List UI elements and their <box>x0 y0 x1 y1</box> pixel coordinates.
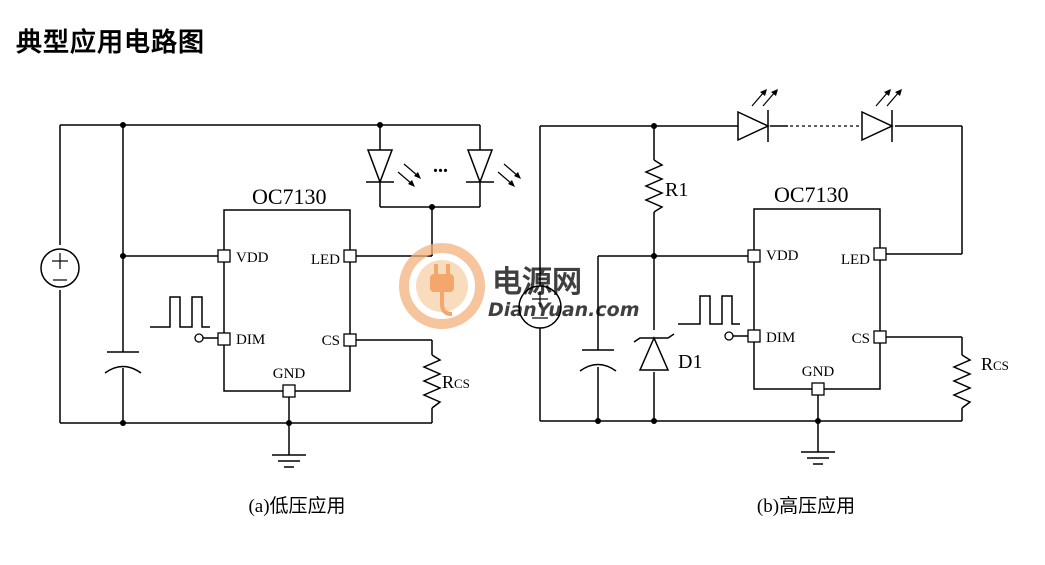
circuit-b-chip: OC7130 VDD DIM LED CS GND <box>747 182 887 396</box>
led-pin <box>873 247 887 261</box>
plug-icon <box>430 264 454 316</box>
r1-label: R1 <box>665 179 688 201</box>
circuit-a-led-string: ... <box>366 149 521 187</box>
circuit-b-junctions <box>595 123 821 424</box>
led-pin <box>343 249 357 263</box>
watermark-brand-cn: 电源网 <box>492 265 582 300</box>
dim-input-terminal <box>724 331 734 341</box>
circuit-b-wires <box>539 125 963 452</box>
dim-label: DIM <box>766 330 795 346</box>
circuit-b-resistor-rcs: RCS <box>952 354 1009 409</box>
circuit-b-caption: (b)高压应用 <box>757 495 855 517</box>
led-label: LED <box>311 252 340 268</box>
dim-pin <box>747 329 761 343</box>
cs-pin <box>873 330 887 344</box>
led-ellipsis: ... <box>433 155 448 177</box>
circuit-a-capacitor <box>104 351 142 374</box>
dim-label: DIM <box>236 332 265 348</box>
circuit-a-ground-symbol <box>272 454 306 468</box>
watermark-brand-en: DianYuan.com <box>488 299 640 321</box>
led-icon <box>366 149 421 187</box>
circuit-b-rcs-label: RCS <box>981 354 1009 374</box>
vdd-label: VDD <box>236 250 269 266</box>
circuit-a-voltage-source <box>40 248 80 288</box>
circuit-a-caption: (a)低压应用 <box>248 495 345 517</box>
led-icon <box>861 89 902 142</box>
led-label: LED <box>841 252 870 268</box>
vdd-pin <box>217 249 231 263</box>
gnd-pin <box>282 384 296 398</box>
circuit-b: R1 D1 RCS <box>518 89 1009 517</box>
led-icon <box>737 89 778 142</box>
gnd-label: GND <box>802 364 835 380</box>
circuit-a-pwm-input <box>150 296 210 343</box>
circuit-a-junctions <box>120 122 435 426</box>
circuit-b-pwm-input <box>678 295 740 341</box>
circuit-a-rcs-label: RCS <box>442 372 470 392</box>
page-title: 典型应用电路图 <box>16 28 206 58</box>
gnd-pin <box>811 382 825 396</box>
led-icon <box>466 149 521 187</box>
circuit-b-led-string <box>737 89 902 142</box>
circuit-b-ground-symbol <box>801 451 835 465</box>
circuit-a-chip-name: OC7130 <box>252 184 327 209</box>
gnd-label: GND <box>273 366 306 382</box>
d1-label: D1 <box>678 351 702 373</box>
vdd-pin <box>747 249 761 263</box>
cs-label: CS <box>852 331 870 347</box>
circuit-a: RCS ... OC713 <box>40 122 521 517</box>
circuit-b-capacitor <box>579 349 617 372</box>
cs-pin <box>343 333 357 347</box>
circuit-b-zener-d1: D1 <box>633 333 702 373</box>
circuit-b-chip-name: OC7130 <box>774 182 849 207</box>
circuit-a-resistor-rcs: RCS <box>422 354 470 409</box>
circuit-b-resistor-r1: R1 <box>644 159 688 213</box>
cs-label: CS <box>322 333 340 349</box>
dim-pin <box>217 332 231 346</box>
circuit-b-voltage-source <box>518 285 562 329</box>
dim-input-terminal <box>194 333 204 343</box>
circuit-a-chip: OC7130 VDD DIM LED CS GND <box>217 184 357 398</box>
vdd-label: VDD <box>766 248 799 264</box>
watermark-logo: 电源网 DianYuan.com <box>399 243 640 329</box>
